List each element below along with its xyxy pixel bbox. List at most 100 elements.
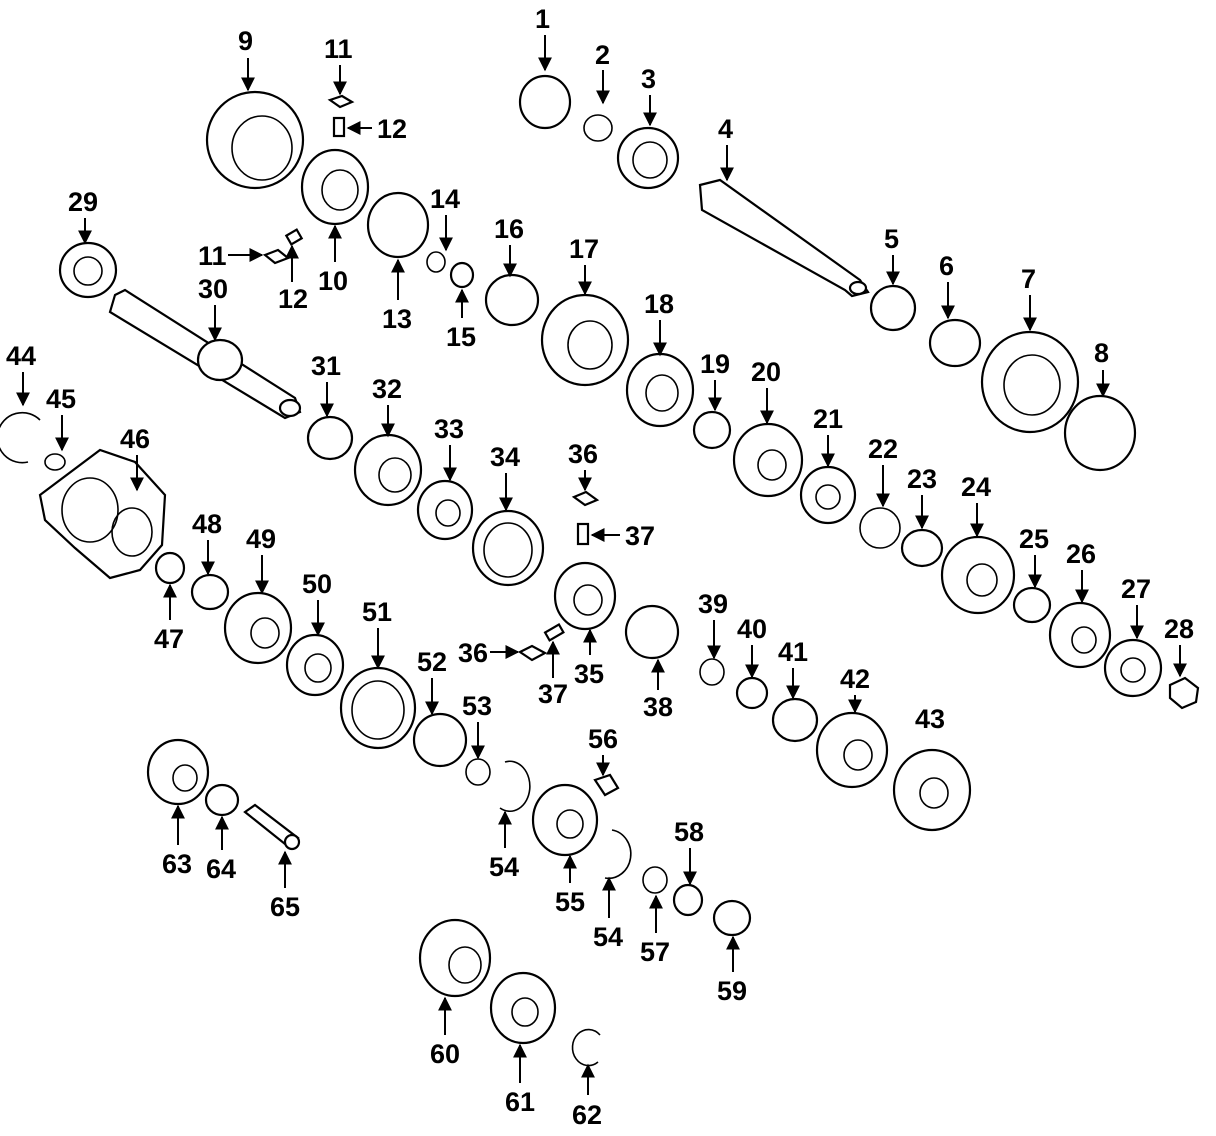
- spring-37b: [543, 623, 565, 642]
- gear-63: [146, 738, 210, 806]
- callout-51: 51: [362, 597, 392, 627]
- gear-49: [223, 591, 293, 665]
- callout-38: 38: [643, 692, 673, 722]
- gear-24-inner: [966, 563, 998, 597]
- nut-28: [1168, 676, 1200, 710]
- bushing-25: [1012, 586, 1052, 624]
- callout-12b: 12: [278, 284, 308, 314]
- needle-bearing-31: [306, 415, 354, 461]
- gear-24: [940, 535, 1016, 615]
- key-36b: [517, 644, 548, 662]
- bearing-3: [616, 126, 680, 190]
- gear-20-inner: [757, 449, 787, 481]
- bearing-43: [892, 748, 972, 832]
- callout-33: 33: [434, 414, 464, 444]
- gear-26: [1048, 601, 1112, 669]
- callout-48: 48: [192, 509, 222, 539]
- retainer-hole-left: [61, 477, 119, 543]
- synchro-ring-51-inner: [351, 680, 405, 740]
- callout-24: 24: [961, 472, 991, 502]
- callout-60: 60: [430, 1039, 460, 1069]
- callout-22: 22: [868, 434, 898, 464]
- callout-37a: 37: [625, 521, 655, 551]
- gear-18: [625, 352, 695, 428]
- callout-56: 56: [588, 724, 618, 754]
- callout-37b: 37: [538, 679, 568, 709]
- retainer-hole-right: [111, 507, 153, 557]
- needle-bearing-59: [712, 899, 752, 937]
- snap-ring-57: [642, 866, 668, 894]
- snap-ring-39: [699, 658, 725, 686]
- callout-14: 14: [430, 184, 460, 214]
- callout-44: 44: [6, 341, 36, 371]
- callout-26: 26: [1066, 539, 1096, 569]
- callout-34: 34: [490, 442, 520, 472]
- hub-55: [531, 783, 599, 857]
- bushing-19: [692, 410, 732, 450]
- callout-11a: 11: [324, 34, 353, 64]
- callout-53: 53: [462, 691, 492, 721]
- gear-42-inner: [843, 739, 873, 771]
- bearing-61: [489, 971, 557, 1045]
- callout-16: 16: [494, 214, 524, 244]
- needle-bearing-16: [484, 273, 540, 327]
- gear-32-inner: [378, 457, 412, 493]
- main-shaft-end: [848, 280, 868, 296]
- callout-11b: 11: [198, 241, 227, 271]
- snap-ring-2: [583, 114, 613, 142]
- key-56: [593, 773, 620, 797]
- bearing-29: [58, 241, 118, 299]
- gear-33-inner: [435, 499, 461, 527]
- callout-18: 18: [644, 289, 674, 319]
- callout-21: 21: [813, 404, 843, 434]
- bearing-61-inner: [511, 997, 539, 1027]
- snap-ring-53: [465, 758, 491, 786]
- callout-36b: 36: [458, 638, 488, 668]
- callout-64: 64: [206, 854, 236, 884]
- sleeve-9: [205, 90, 305, 190]
- snap-ring-45: [44, 453, 66, 471]
- callout-65: 65: [270, 892, 300, 922]
- callout-2: 2: [595, 40, 610, 70]
- callout-52: 52: [417, 647, 447, 677]
- gear-26-inner: [1071, 626, 1097, 654]
- plate-52: [412, 712, 468, 768]
- callout-6: 6: [939, 251, 954, 281]
- callout-49: 49: [246, 524, 276, 554]
- washer-58: [672, 883, 704, 917]
- ring-5: [869, 284, 917, 332]
- pin-65-end: [283, 833, 301, 851]
- callout-47: 47: [154, 624, 184, 654]
- snap-ring-44: [0, 411, 41, 464]
- callout-23: 23: [907, 464, 937, 494]
- synchro-ring-13: [366, 191, 430, 259]
- needle-bearing-6: [928, 318, 982, 368]
- snap-ring-62: [571, 1028, 601, 1067]
- callout-15: 15: [446, 322, 476, 352]
- bearing-3-inner: [632, 141, 668, 179]
- callout-10: 10: [318, 266, 348, 296]
- bearing-29-inner: [73, 256, 103, 286]
- callout-50: 50: [302, 569, 332, 599]
- bearing-21-inner: [815, 484, 841, 510]
- callout-57: 57: [640, 937, 670, 967]
- bearing-27-inner: [1120, 657, 1146, 683]
- callout-62: 62: [572, 1100, 602, 1130]
- spring-12a: [332, 116, 346, 138]
- gear-42: [815, 711, 889, 789]
- hub-35-inner: [573, 584, 603, 616]
- callout-43: 43: [915, 704, 945, 734]
- parts-layer: [0, 74, 1200, 1067]
- gear-7-inner: [1003, 354, 1061, 416]
- spring-37a: [576, 522, 590, 546]
- callout-7: 7: [1021, 264, 1036, 294]
- gear-60: [418, 918, 492, 998]
- callout-39: 39: [698, 589, 728, 619]
- callout-3: 3: [641, 64, 656, 94]
- snap-ring-54b: [604, 829, 632, 880]
- ring-8: [1063, 394, 1137, 472]
- callout-5: 5: [884, 224, 899, 254]
- hub-10-inner: [321, 169, 359, 211]
- sleeve-9-inner: [231, 115, 293, 181]
- callout-28: 28: [1164, 614, 1194, 644]
